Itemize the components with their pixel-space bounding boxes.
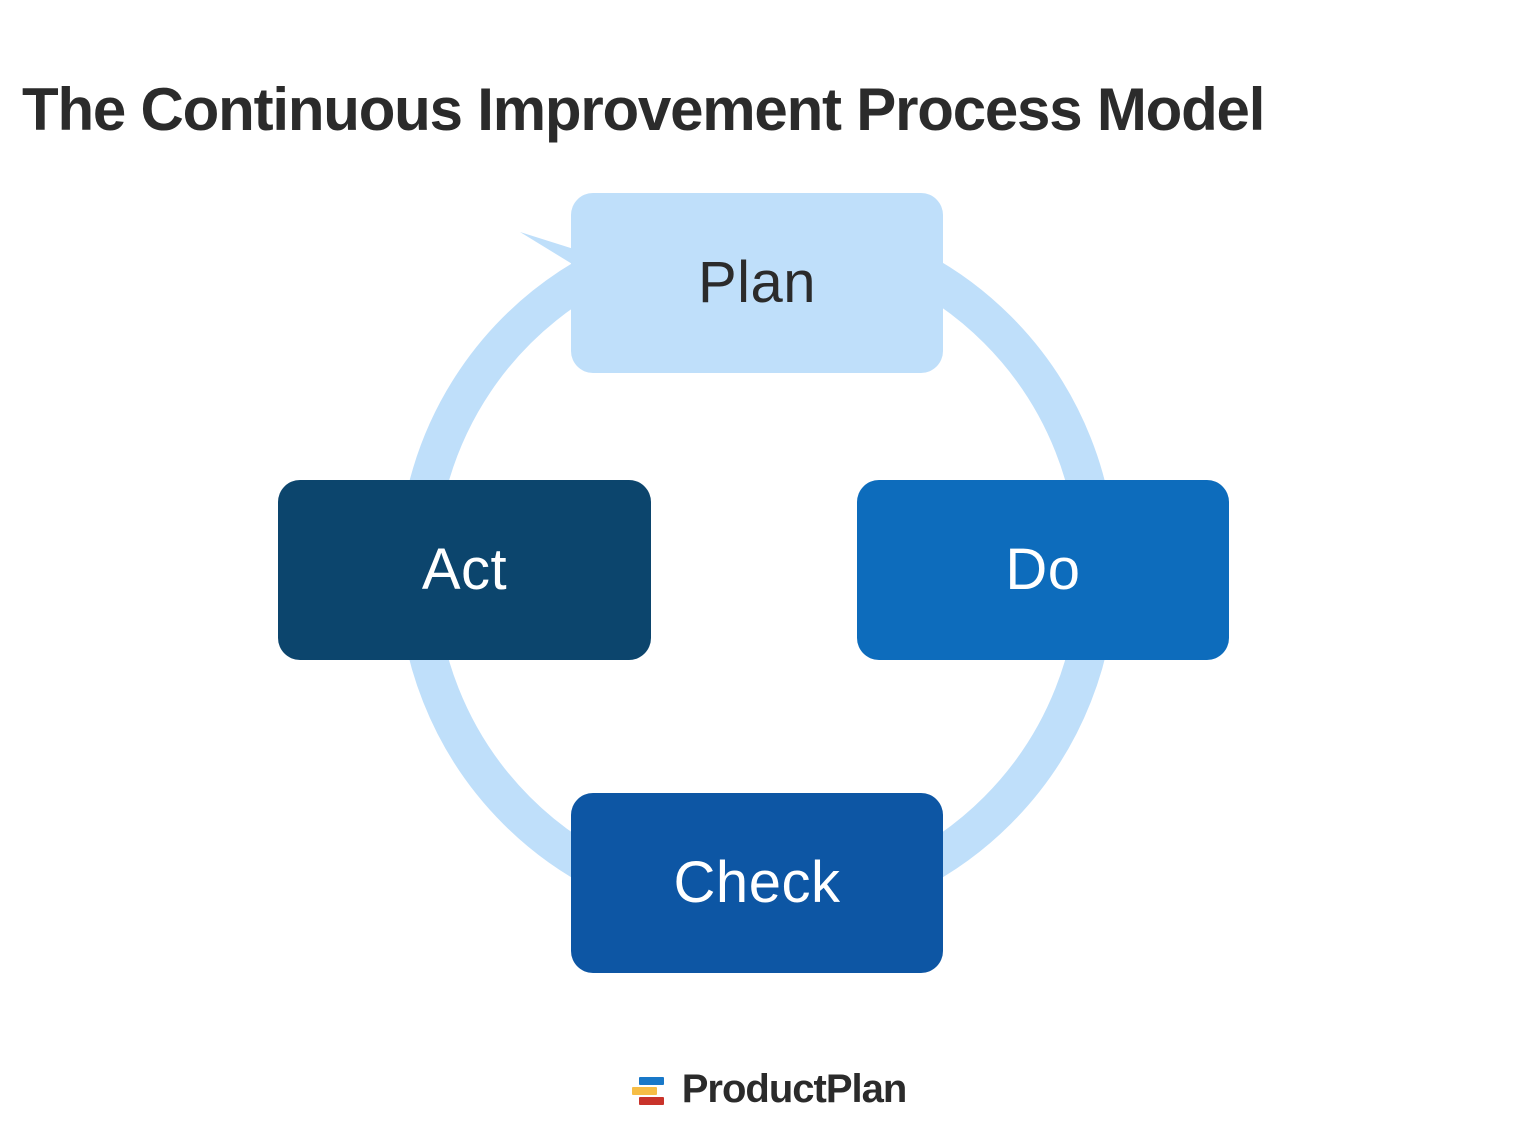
node-act[interactable]: Act (278, 480, 651, 660)
logo-bar-bottom (638, 1097, 664, 1105)
continuous-improvement-cycle-diagram: Plan Do Check Act (0, 150, 1536, 1030)
node-plan[interactable]: Plan (571, 193, 943, 373)
node-check-label: Check (673, 850, 841, 915)
productplan-bars-icon (631, 1077, 664, 1105)
node-do[interactable]: Do (857, 480, 1229, 660)
productplan-logo[interactable]: ProductPlan (0, 1058, 1536, 1120)
node-do-label: Do (1005, 537, 1081, 602)
node-check[interactable]: Check (571, 793, 943, 973)
node-act-label: Act (421, 537, 508, 602)
node-plan-label: Plan (697, 250, 817, 315)
productplan-wordmark: ProductPlan (681, 1067, 908, 1111)
page-title: The Continuous Improvement Process Model (22, 76, 1265, 144)
logo-bar-top (638, 1077, 664, 1085)
logo-bar-middle (631, 1087, 657, 1095)
